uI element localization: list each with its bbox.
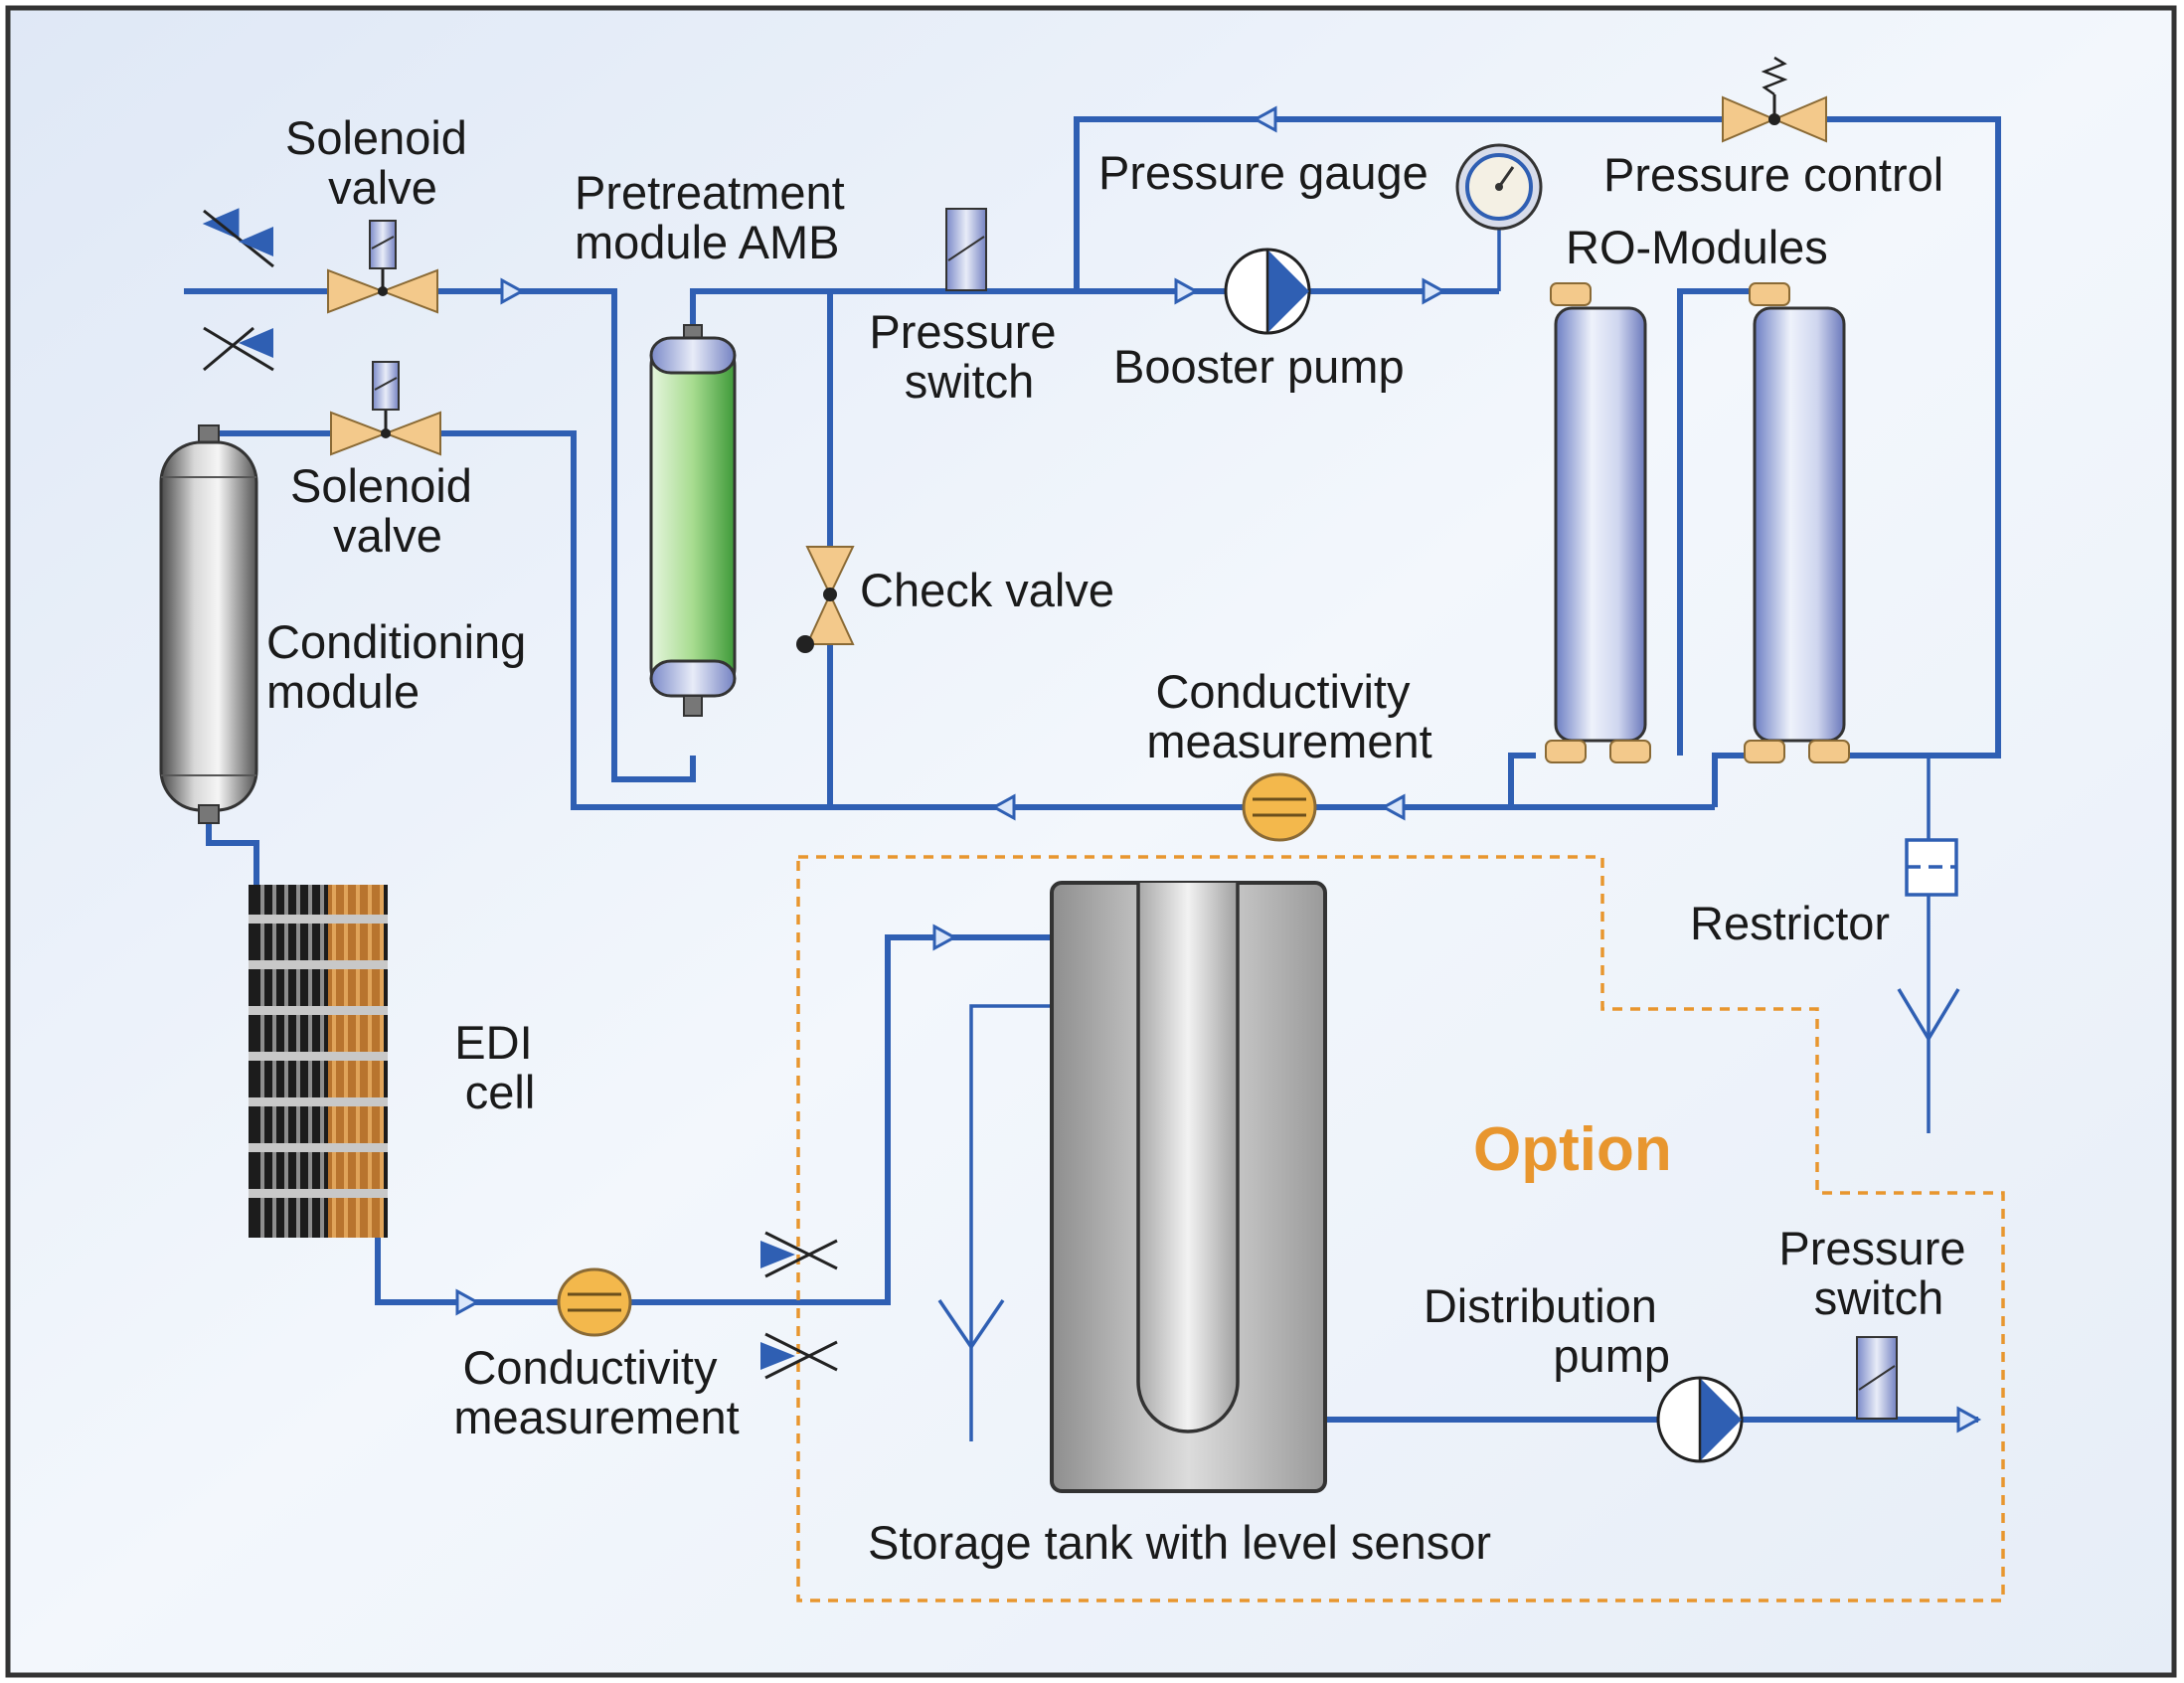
edi-plate [308,885,312,1238]
distribution-pump-label: Distribution pump [1424,1279,1670,1382]
pressure-control-label: Pressure control [1603,148,1943,201]
edi-cell-label: EDI cell [454,1016,545,1118]
solenoid-valve-label: Solenoid valve [285,111,480,214]
conductivity-sensor-icon [1242,772,1317,842]
flow-arrows [455,105,1982,1433]
flow-arrow [1422,277,1447,305]
edi-plate [356,885,360,1238]
edi-plate [368,885,372,1238]
edi-spacer [249,960,388,969]
hand-valve-icon [202,208,274,268]
flow-arrow [455,1288,481,1316]
edi-spacer [249,1143,388,1152]
edi-spacer [249,1006,388,1015]
hand-valve-icon [760,1332,838,1380]
pretreatment-module-label: Pretreatment module AMB [575,166,858,268]
flow-arrow [500,277,526,305]
distribution-pump-icon [1656,1376,1744,1463]
labels: Solenoid valve Pretreatment module AMB P… [266,111,1978,1569]
edi-plate [380,885,384,1238]
edi-plate [320,885,324,1238]
edi-plate [344,885,348,1238]
ro-module [1744,282,1850,763]
pretreatment-module [649,324,737,717]
hand-valve-icon [203,326,274,372]
flow-arrow [932,924,958,951]
booster-pump-label: Booster pump [1113,340,1405,393]
option-label: Option [1473,1115,1672,1184]
conductivity-measurement-label: Conductivity measurement [453,1341,739,1443]
edi-spacer [249,1097,388,1106]
flow-arrow [1956,1406,1982,1433]
conditioning-module [159,424,258,824]
edi-spacer [249,915,388,924]
check-valve-icon [796,546,855,653]
hand-valve-icon [239,227,273,256]
conditioning-module-label: Conditioning module [266,615,539,718]
restrictor [1905,838,1958,897]
edi-plate [332,885,336,1238]
restrictor-label: Restrictor [1690,897,1890,949]
pressure-gauge-label: Pressure gauge [1098,146,1428,199]
pressure-switch-label: Pressure switch [869,305,1069,408]
ro-modules-label: RO-Modules [1566,221,1828,273]
conductivity-measurement-label: Conductivity measurement [1146,665,1431,767]
edi-plate [260,885,264,1238]
edi-spacer [249,1052,388,1061]
edi-cell [249,885,388,1238]
edi-spacer [249,1189,388,1198]
pressure-gauge-icon [1455,143,1543,291]
flow-arrow [1174,277,1200,305]
booster-pump-icon [1224,248,1311,335]
pressure-switch-label: Pressure switch [1778,1222,1978,1324]
flow-arrow [1252,105,1277,133]
hand-valve-icon [760,1231,838,1278]
flow-arrow [1380,793,1406,821]
pressure-switch-icon [1856,1336,1898,1420]
storage-tank-label: Storage tank with level sensor [868,1516,1491,1569]
storage-tank [1050,881,1327,1493]
pressure-control-valve-icon [1722,56,1827,143]
pressure-switch-icon [945,208,987,291]
solenoid-valve-icon [330,361,441,456]
edi-plate [296,885,300,1238]
conductivity-sensor-icon [557,1267,632,1337]
solenoid-valve-icon [327,220,438,314]
check-valve-label: Check valve [860,564,1114,616]
ro-module [1545,282,1651,763]
drain-funnel [937,988,1960,1351]
edi-plate [284,885,288,1238]
edi-plate [272,885,276,1238]
solenoid-valve-label: Solenoid valve [290,459,485,562]
flow-arrow [990,793,1016,821]
